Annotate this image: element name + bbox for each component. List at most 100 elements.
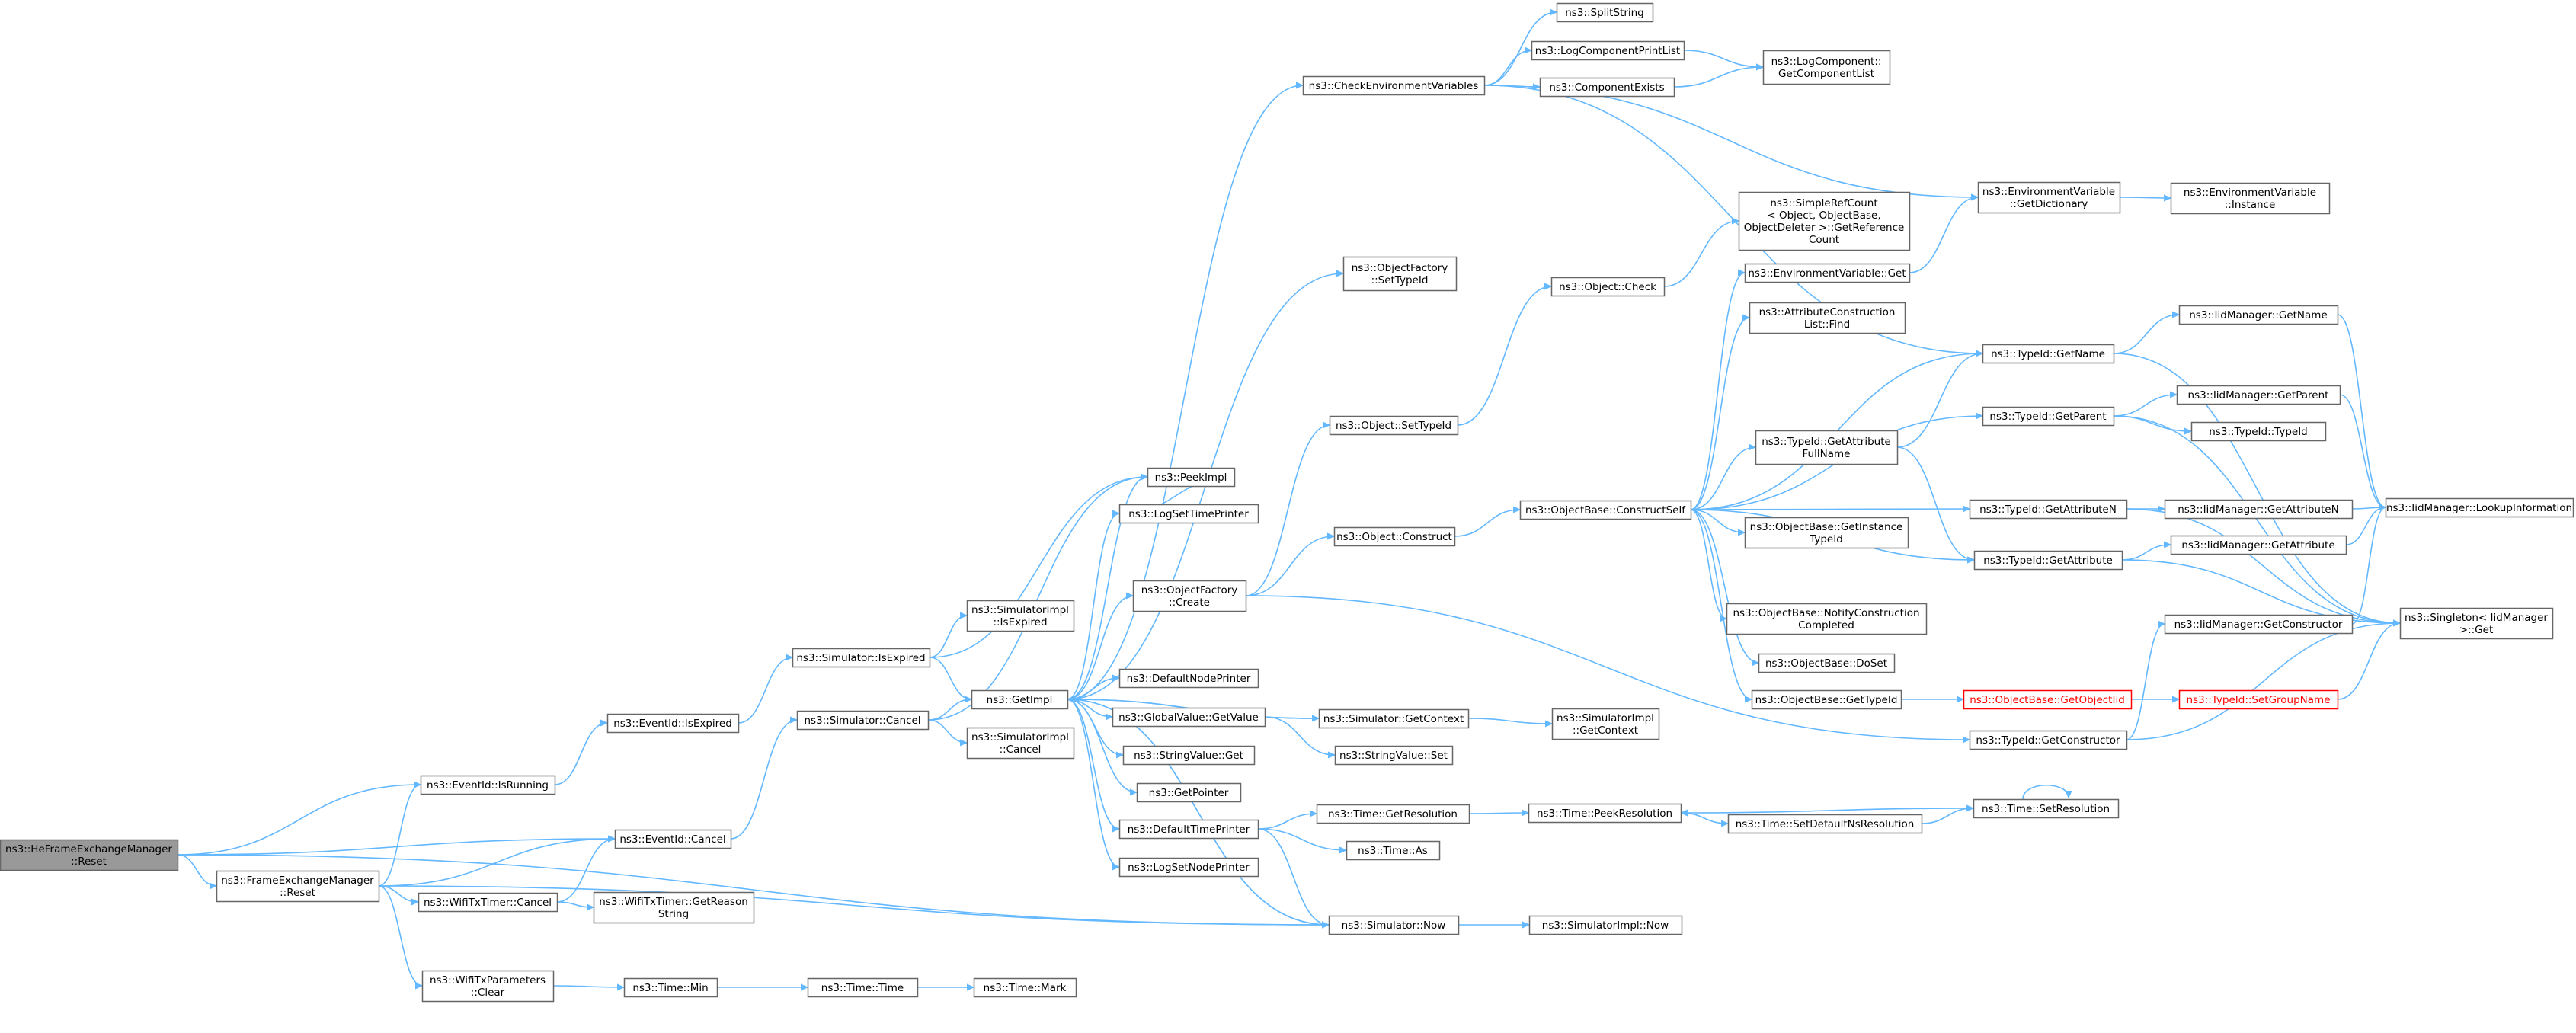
node-logcomp-getlist[interactable]: ns3::LogComponent::GetComponentList [1762,50,1891,85]
node-iidmgr-lookupinfo[interactable]: ns3::IidManager::LookupInformation [2385,497,2574,518]
node-objfactory-create[interactable]: ns3::ObjectFactory::Create [1132,580,1247,612]
node-sim-cancel[interactable]: ns3::Simulator::Cancel [796,710,930,731]
node-iidmgr-getattributen[interactable]: ns3::IidManager::GetAttributeN [2164,499,2354,520]
node-box [1132,580,1247,612]
node-peekimpl[interactable]: ns3::PeekImpl [1147,467,1236,488]
edge-getimpl-to-defaultnodeprinter [1067,678,1119,700]
node-defaulttimeprinter[interactable]: ns3::DefaultTimePrinter [1118,819,1259,840]
node-label: ObjectDeleter >::GetReference [1744,222,1905,234]
node-eventid-isrunning[interactable]: ns3::EventId::IsRunning [420,775,556,795]
node-envvar-getdict[interactable]: ns3::EnvironmentVariable::GetDictionary [1977,181,2121,214]
node-eventid-isexpired[interactable]: ns3::EventId::IsExpired [606,713,740,734]
node-simimpl-now[interactable]: ns3::SimulatorImpl::Now [1528,915,1683,935]
edge-getimpl-to-defaulttimeprinter [1067,699,1119,829]
node-singleton-get[interactable]: ns3::Singleton< IidManager>::Get [2399,607,2554,640]
node-box [966,727,1075,760]
node-objbase-notifyconstcompleted[interactable]: ns3::ObjectBase::NotifyConstructionCompl… [1726,603,1928,635]
node-object-settypeid[interactable]: ns3::Object::SetTypeId [1329,415,1459,436]
node-label: ns3::HeFrameExchangeManager [5,843,172,856]
node-logsetnodeprinter[interactable]: ns3::LogSetNodePrinter [1118,857,1259,878]
edge-hefem_reset-to-fem_reset [177,854,216,886]
node-objbase-constructself[interactable]: ns3::ObjectBase::ConstructSelf [1519,500,1692,520]
node-sim-now[interactable]: ns3::Simulator::Now [1328,915,1460,935]
node-box [1302,75,1486,96]
node-getpointer[interactable]: ns3::GetPointer [1136,782,1242,803]
node-sim-getcontext[interactable]: ns3::Simulator::GetContext [1318,708,1470,729]
edge-envvar_getdict-to-envvar_instance [2119,197,2171,198]
node-label: ::Reset [71,856,107,868]
node-stringvalue-get[interactable]: ns3::StringValue::Get [1122,745,1256,766]
node-simimpl-isexpired[interactable]: ns3::SimulatorImpl::IsExpired [966,600,1075,632]
node-label: ns3::Time::PeekResolution [1537,808,1672,820]
node-typeid-getattributen[interactable]: ns3::TypeId::GetAttributeN [1969,499,2128,520]
node-wifitxparams-clear[interactable]: ns3::WifiTxParameters::Clear [421,970,555,1003]
node-objfactory-settypeid[interactable]: ns3::ObjectFactory::SetTypeId [1342,256,1458,292]
node-eventid-cancel[interactable]: ns3::EventId::Cancel [614,829,732,849]
node-typeid-getname[interactable]: ns3::TypeId::GetName [1982,344,2115,364]
node-label: ::Clear [471,987,505,999]
node-fem-reset[interactable]: ns3::FrameExchangeManager::Reset [216,870,380,903]
edge-typeid_getattrfullname-to-typeid_getname [1896,353,1982,448]
node-sim-isexpired[interactable]: ns3::Simulator::IsExpired [792,648,931,668]
node-label: ns3::TypeId::GetParent [1989,411,2106,423]
node-box [1334,745,1454,766]
node-simimpl-cancel[interactable]: ns3::SimulatorImpl::Cancel [966,727,1075,760]
node-label: ns3::Time::Min [632,982,708,994]
edge-typeid_getname-to-iidmgr_getname [2113,315,2179,354]
node-typeid-getconstructor[interactable]: ns3::TypeId::GetConstructor [1969,730,2128,750]
node-time-setresolution[interactable]: ns3::Time::SetResolution [1973,798,2120,819]
node-time-time[interactable]: ns3::Time::Time [807,977,919,998]
node-logcompprintlist[interactable]: ns3::LogComponentPrintList [1531,40,1685,61]
node-time-mark[interactable]: ns3::Time::Mark [973,977,1077,998]
node-time-peekresolution[interactable]: ns3::Time::PeekResolution [1528,803,1682,824]
node-typeid-typeid[interactable]: ns3::TypeId::TypeId [2190,421,2327,442]
node-box [1136,782,1242,803]
node-box [0,839,179,871]
node-label: ns3::ObjectBase::GetInstance [1750,521,1903,533]
node-typeid-setgroupname[interactable]: ns3::TypeId::SetGroupName [2178,689,2339,710]
node-object-check[interactable]: ns3::Object::Check [1550,277,1666,297]
node-logsettimeprinter[interactable]: ns3::LogSetTimePrinter [1118,504,1259,524]
node-getimpl[interactable]: ns3::GetImpl [971,689,1069,710]
node-objbase-getobjectiid[interactable]: ns3::ObjectBase::GetObjectIid [1963,689,2133,710]
node-objbase-doset[interactable]: ns3::ObjectBase::DoSet [1758,653,1896,673]
node-splitstring[interactable]: ns3::SplitString [1556,2,1654,23]
node-envvar-instance[interactable]: ns3::EnvironmentVariable::Instance [2170,182,2331,215]
node-iidmgr-getattribute[interactable]: ns3::IidManager::GetAttribute [2170,535,2347,555]
edge-defaulttimeprinter-to-time_as [1257,828,1346,850]
node-wifitxtimer-cancel[interactable]: ns3::WifiTxTimer::Cancel [418,892,558,913]
node-time-min[interactable]: ns3::Time::Min [623,977,718,998]
node-label: GetComponentList [1778,68,1874,80]
edge-sim_cancel-to-getimpl [927,699,971,721]
node-iidmgr-getconstructor[interactable]: ns3::IidManager::GetConstructor [2164,614,2354,635]
node-box [1982,406,2115,427]
node-box [1528,915,1683,935]
node-envvar-get[interactable]: ns3::EnvironmentVariable::Get [1744,263,1911,283]
node-hefem-reset[interactable]: ns3::HeFrameExchangeManager::Reset [0,839,179,871]
node-iidmgr-getname[interactable]: ns3::IidManager::GetName [2178,305,2339,325]
node-defaultnodeprinter[interactable]: ns3::DefaultNodePrinter [1118,668,1259,689]
node-iidmgr-getparent[interactable]: ns3::IidManager::GetParent [2176,385,2341,405]
node-typeid-getparent[interactable]: ns3::TypeId::GetParent [1982,406,2115,427]
node-stringvalue-set[interactable]: ns3::StringValue::Set [1334,745,1454,766]
edge-wifitxparams_clear-to-time_min [552,986,624,987]
node-label: ns3::TypeId::SetGroupName [2186,694,2330,706]
node-typeid-getattribute[interactable]: ns3::TypeId::GetAttribute [1973,550,2123,571]
node-globalvalue-getvalue[interactable]: ns3::GlobalValue::GetValue [1112,707,1266,728]
node-objbase-gettypeid[interactable]: ns3::ObjectBase::GetTypeId [1751,689,1902,710]
node-simimpl-getcontext[interactable]: ns3::SimulatorImpl::GetContext [1551,708,1660,740]
edge-sim_isexpired-to-peekimpl [929,477,1147,658]
node-componentexists[interactable]: ns3::ComponentExists [1539,77,1675,98]
node-checkenvvars[interactable]: ns3::CheckEnvironmentVariables [1302,75,1486,96]
node-simplerefcount[interactable]: ns3::SimpleRefCount< Object, ObjectBase,… [1738,191,1911,251]
node-time-as[interactable]: ns3::Time::As [1346,840,1441,861]
node-object-construct[interactable]: ns3::Object::Construct [1333,526,1456,547]
node-time-getresolution[interactable]: ns3::Time::GetResolution [1316,804,1470,824]
node-label: ns3::LogComponentPrintList [1535,45,1680,57]
node-time-setdefaultns[interactable]: ns3::Time::SetDefaultNsResolution [1727,814,1923,834]
node-box [1969,499,2128,520]
